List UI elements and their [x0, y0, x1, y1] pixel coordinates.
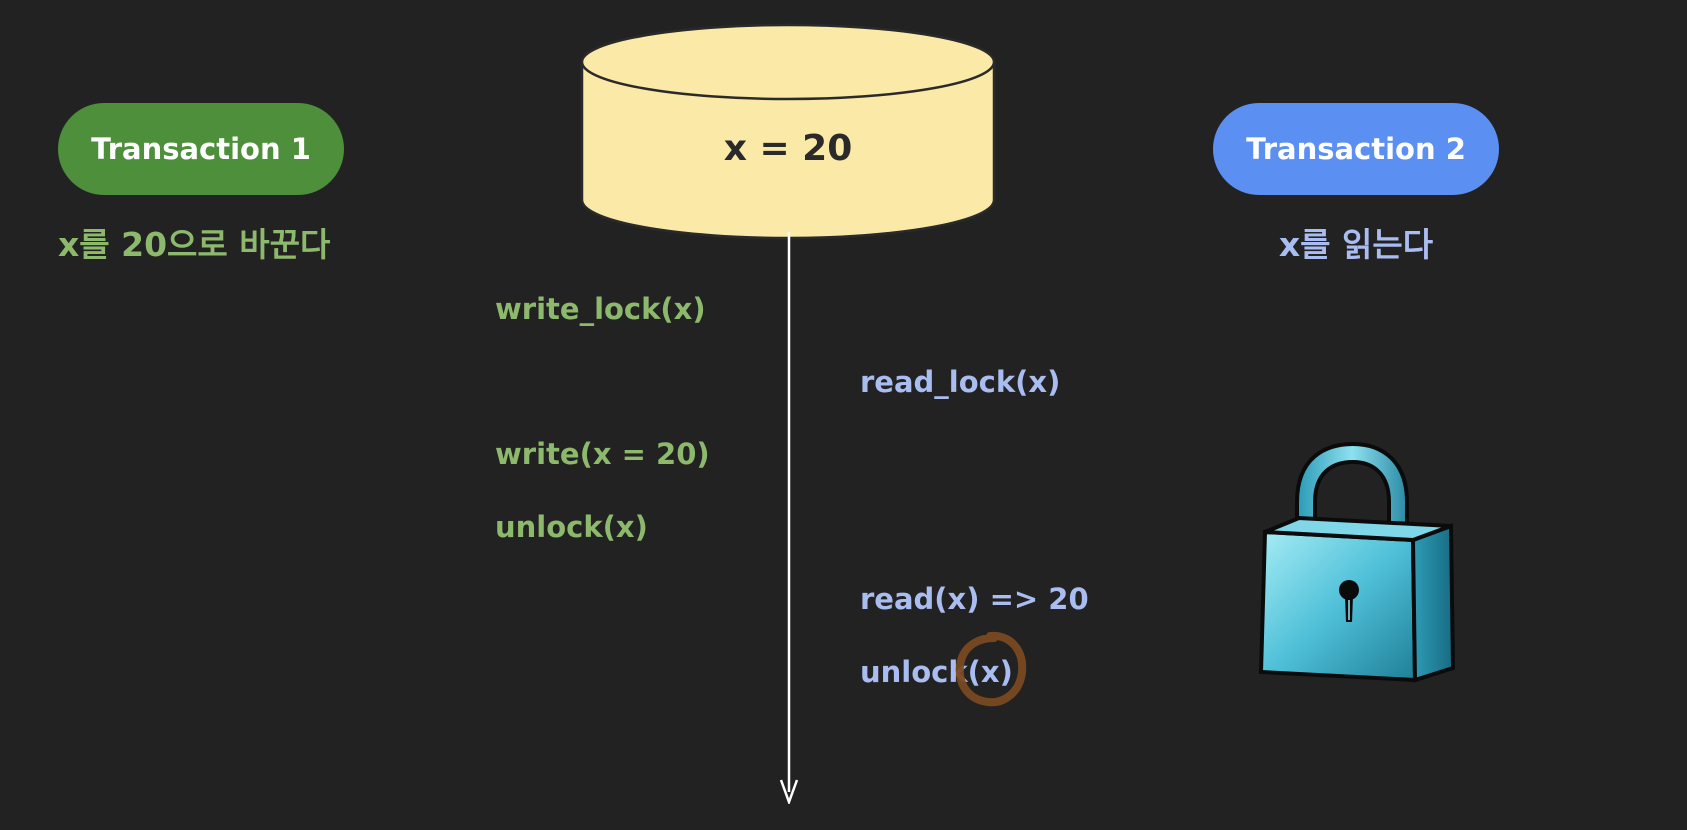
- t1-write-lock: write_lock(x): [495, 292, 706, 326]
- database-cylinder-icon: [580, 23, 996, 240]
- t2-read-lock: read_lock(x): [860, 365, 1061, 399]
- transaction-2-label: Transaction 2: [1246, 132, 1466, 166]
- t1-unlock: unlock(x): [495, 510, 648, 544]
- t2-unlock: unlock(x): [860, 655, 1013, 689]
- transaction-1-description: x를 20으로 바꾼다: [58, 225, 331, 264]
- t1-write: write(x = 20): [495, 437, 710, 471]
- database-value: x = 20: [723, 128, 853, 169]
- transaction-2-badge: Transaction 2: [1213, 103, 1499, 195]
- transaction-2-description: x를 읽는다: [1278, 225, 1434, 264]
- transaction-1-badge: Transaction 1: [58, 103, 344, 195]
- padlock-icon: [1258, 441, 1456, 683]
- transaction-1-label: Transaction 1: [91, 132, 311, 166]
- t2-read: read(x) => 20: [860, 582, 1089, 616]
- down-arrow-icon: [779, 232, 799, 804]
- highlight-circle: [955, 631, 1027, 707]
